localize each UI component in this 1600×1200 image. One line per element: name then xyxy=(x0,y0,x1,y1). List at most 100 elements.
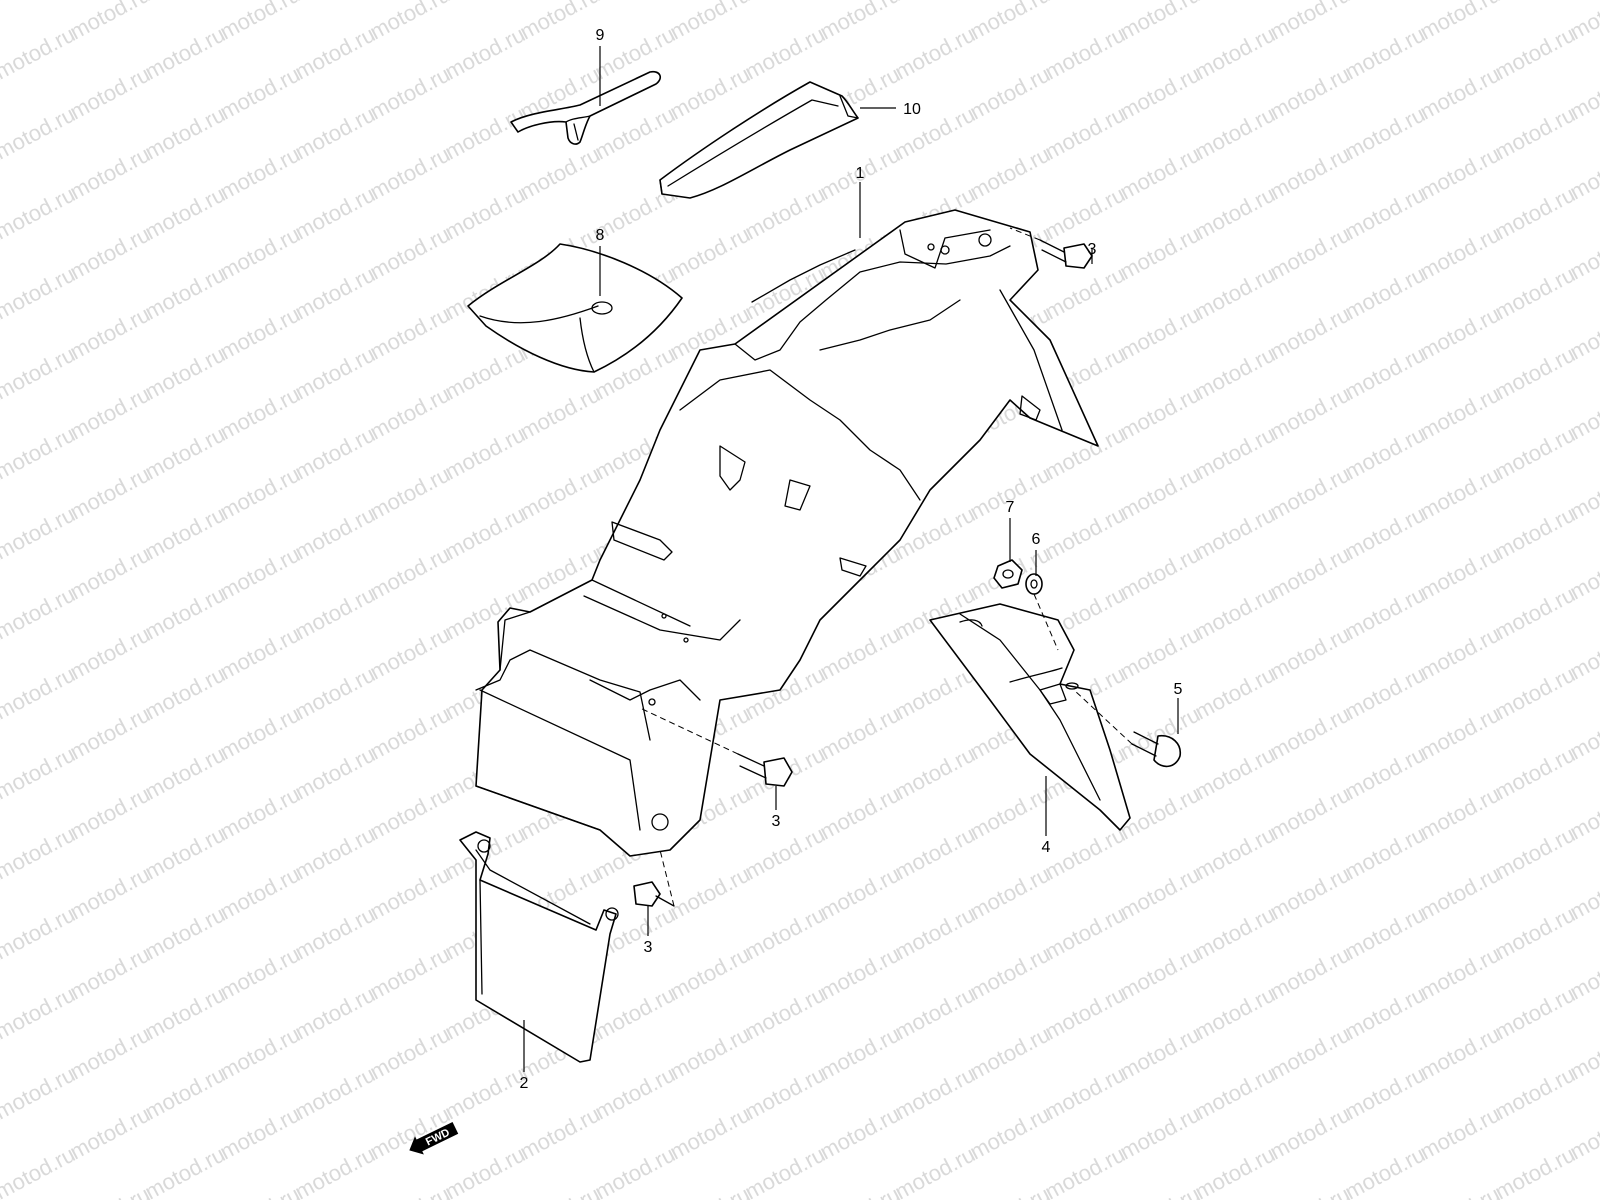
watermark-text: motod.ru xyxy=(1191,982,1279,1045)
watermark-text: motod.ru xyxy=(1116,1022,1204,1085)
watermark-text: motod.ru xyxy=(291,422,379,485)
watermark-text: motod.ru xyxy=(816,1102,904,1165)
watermark-text: motod.ru xyxy=(141,1142,229,1200)
watermark-text: motod.ru xyxy=(816,782,904,845)
watermark-text: motod.ru xyxy=(1341,182,1429,245)
watermark-text: motod.ru xyxy=(141,102,229,165)
watermark-text: motod.ru xyxy=(1491,342,1579,405)
watermark-text: motod.ru xyxy=(1191,1062,1279,1125)
watermark-text: motod.ru xyxy=(891,0,979,4)
watermark-text: motod.ru xyxy=(1191,22,1279,85)
watermark-text: motod.ru xyxy=(1341,1142,1429,1200)
watermark-text: motod.ru xyxy=(441,0,529,4)
watermark-text: motod.ru xyxy=(0,0,4,44)
watermark-text: motod.ru xyxy=(1041,822,1129,885)
watermark-text: motod.ru xyxy=(741,22,829,85)
watermark-text: motod.ru xyxy=(1416,1102,1504,1165)
watermark-text: motod.ru xyxy=(1266,1022,1354,1085)
watermark-text: motod.ru xyxy=(1266,782,1354,845)
watermark-text: motod.ru xyxy=(141,182,229,245)
watermark-text: motod.ru xyxy=(516,1102,604,1165)
watermark-text: motod.ru xyxy=(66,622,154,685)
watermark-text: motod.ru xyxy=(441,182,529,245)
callout-6: 6 xyxy=(1032,531,1041,548)
watermark-text: motod.ru xyxy=(216,782,304,845)
watermark-text: motod.ru xyxy=(591,0,679,4)
watermark-text: motod.ru xyxy=(1041,182,1129,245)
watermark-text: motod.ru xyxy=(966,782,1054,845)
watermark-text: motod.ru xyxy=(741,982,829,1045)
watermark-text: motod.ru xyxy=(741,902,829,965)
watermark-text: motod.ru xyxy=(1266,302,1354,365)
callout-10: 10 xyxy=(903,101,921,118)
part-9-strap xyxy=(510,70,662,145)
watermark-text: motod.ru xyxy=(1116,142,1204,205)
watermark-text: motod.ru xyxy=(1491,982,1579,1045)
watermark-text: motod.ru xyxy=(0,982,79,1045)
callout-1: 1 xyxy=(856,165,865,182)
watermark-text: motod.ru xyxy=(1266,542,1354,605)
watermark-text: motod.ru xyxy=(966,142,1054,205)
watermark-text: motod.ru xyxy=(366,782,454,845)
watermark-text: motod.ru xyxy=(516,1182,604,1200)
watermark-text: motod.ru xyxy=(1191,422,1279,485)
watermark-text: motod.ru xyxy=(366,542,454,605)
watermark-text: motod.ru xyxy=(1266,222,1354,285)
watermark-text: motod.ru xyxy=(966,1102,1054,1165)
watermark-text: motod.ru xyxy=(891,1062,979,1125)
watermark-text: motod.ru xyxy=(1191,902,1279,965)
watermark-text: motod.ru xyxy=(366,222,454,285)
watermark-text: motod.ru xyxy=(441,422,529,485)
watermark-text: motod.ru xyxy=(66,1022,154,1085)
watermark-text: motod.ru xyxy=(1266,462,1354,525)
callout-8: 8 xyxy=(596,227,605,244)
watermark-text: motod.ru xyxy=(1416,862,1504,925)
watermark-text: motod.ru xyxy=(1491,182,1579,245)
watermark-text: motod.ru xyxy=(666,942,754,1005)
watermark-text: motod.ru xyxy=(516,0,604,44)
watermark-text: motod.ru xyxy=(741,0,829,4)
watermark-text: motod.ru xyxy=(966,0,1054,44)
watermark-text: motod.ru xyxy=(216,62,304,125)
watermark-text: motod.ru xyxy=(1416,942,1504,1005)
watermark-text: motod.ru xyxy=(0,422,79,485)
watermark-text: motod.ru xyxy=(1491,1062,1579,1125)
watermark-text: motod.ru xyxy=(0,102,79,165)
watermark-text: motod.ru xyxy=(816,622,904,685)
watermark-text: motod.ru xyxy=(291,1142,379,1200)
watermark-text: motod.ru xyxy=(366,382,454,445)
watermark-text: motod.ru xyxy=(366,1182,454,1200)
watermark-text: motod.ru xyxy=(666,1022,754,1085)
watermark-text: motod.ru xyxy=(1341,902,1429,965)
watermark-text: motod.ru xyxy=(1191,822,1279,885)
watermark-text: motod.ru xyxy=(141,982,229,1045)
washer-6 xyxy=(1025,573,1043,595)
watermark-text: motod.ru xyxy=(216,942,304,1005)
watermark-text: motod.ru xyxy=(1491,262,1579,325)
watermark-text: motod.ru xyxy=(141,742,229,805)
watermark-text: motod.ru xyxy=(366,702,454,765)
watermark-text: motod.ru xyxy=(0,822,79,885)
leader-lines xyxy=(523,46,1179,1072)
part-4-side-cover xyxy=(929,603,1131,831)
watermark-text: motod.ru xyxy=(741,822,829,885)
watermark-text: motod.ru xyxy=(1191,102,1279,165)
watermark-text: motod.ru xyxy=(1416,382,1504,445)
watermark-text: motod.ru xyxy=(1266,382,1354,445)
watermark-text: motod.ru xyxy=(891,742,979,805)
watermark-text: motod.ru xyxy=(1041,1142,1129,1200)
watermark-text: motod.ru xyxy=(1491,102,1579,165)
watermark-text: motod.ru xyxy=(1266,1182,1354,1200)
watermark-text: motod.ru xyxy=(966,942,1054,1005)
watermark-text: motod.ru xyxy=(216,1102,304,1165)
watermark-text: motod.ru xyxy=(1041,262,1129,325)
watermark-text: motod.ru xyxy=(366,462,454,525)
watermark-text: motod.ru xyxy=(1341,22,1429,85)
watermark-text: motod.ru xyxy=(1116,62,1204,125)
watermark-text: motod.ru xyxy=(1341,262,1429,325)
watermark-text: motod.ru xyxy=(0,1142,79,1200)
watermark-text: motod.ru xyxy=(141,822,229,885)
watermark-text: motod.ru xyxy=(291,342,379,405)
watermark-text: motod.ru xyxy=(216,862,304,925)
watermark-text: motod.ru xyxy=(66,862,154,925)
